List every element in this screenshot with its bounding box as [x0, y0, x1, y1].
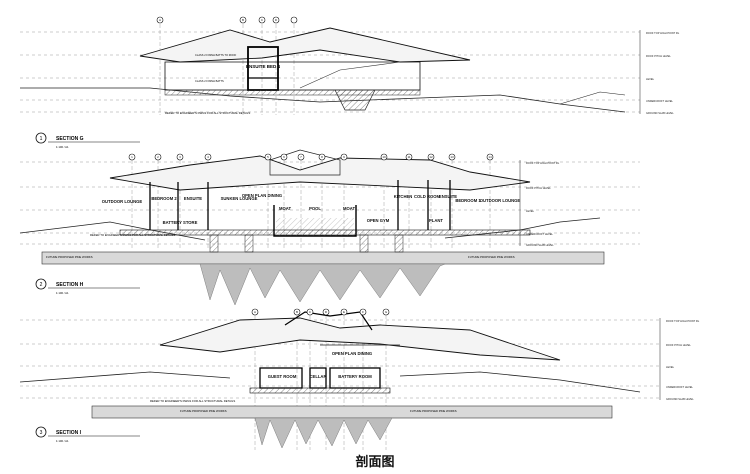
note-structural: REFER TO ENGINEER'S DWGS FOR ALL STRUCTU…: [90, 233, 175, 237]
section-scale: 1:100 / A1: [56, 439, 69, 443]
grid-marker-label: 14: [488, 155, 492, 159]
level-label: ROOF PITCH LEVEL: [526, 186, 551, 190]
note-structural: REFER TO ENGINEER'S DWGS FOR ALL STRUCTU…: [165, 111, 250, 115]
section-scale: 1:100 / A1: [56, 145, 69, 149]
level-label: ROOF TOP HIGH POINT RL: [666, 319, 700, 323]
room-label: MOAT: [279, 206, 291, 211]
grid-marker-label: 7: [300, 155, 302, 159]
level-label: GROUND SLAB LEVEL: [666, 397, 694, 401]
room-label: OUTDOOR LOUNGE: [102, 199, 143, 204]
level-label: ROOF PITCH LEVEL: [646, 54, 671, 58]
grid-marker-label: B: [242, 18, 244, 22]
section-i-drawing: OPEN PLAN DINING GUEST ROOM CELLAR BATTE…: [19, 308, 700, 450]
grid-marker-label: 10: [382, 155, 386, 159]
section-number: 1: [40, 136, 43, 142]
room-label: SUNKEN LOUNGE: [221, 196, 258, 201]
room-label: OPEN PLAN DINING: [242, 193, 282, 198]
grid-marker-label: G: [385, 310, 388, 314]
room-label: BATTERY STORE: [163, 220, 198, 225]
note-future-works: FUTURE PROPOSED PINE WORKS: [410, 409, 457, 413]
section-g-drawing: ENSUITE BED 4 REFER TO ENGINEER'S DWGS F…: [20, 16, 680, 149]
room-label: MOAT: [343, 206, 355, 211]
room-label: OUTDOOR LOUNGE: [480, 198, 521, 203]
section-title: SECTION I: [56, 430, 82, 436]
level-label: ROOF TOP HIGH POINT RL: [526, 161, 560, 165]
grid-marker-label: B: [296, 310, 298, 314]
room-label: OPEN GYM: [367, 218, 390, 223]
section-title: SECTION G: [56, 136, 84, 142]
room-label: CELLAR: [310, 374, 327, 379]
room-label: BEDROOM 2: [151, 196, 177, 201]
section-h-drawing: OUTDOOR LOUNGE BEDROOM 2 ENSUITE SUNKEN …: [19, 149, 640, 306]
room-label: ENSUITE BED 4: [246, 64, 281, 69]
note-batts-roof: CLASS 2 FINISH BATTS TO ROOF: [195, 53, 237, 57]
grid-marker-label: 2: [157, 155, 159, 159]
level-label: LEVEL: [646, 77, 655, 81]
level-label: ROOF PITCH LEVEL: [666, 343, 691, 347]
grid-marker-label: D: [325, 310, 328, 314]
level-label: LEVEL: [666, 365, 675, 369]
section-title: SECTION H: [56, 282, 84, 288]
grid-marker-label: 12: [429, 155, 433, 159]
room-label: OPEN PLAN DINING: [332, 351, 372, 356]
level-label: GROUND SLAB LEVEL: [526, 243, 554, 247]
grid-marker-label: 8: [321, 155, 323, 159]
note-batts: CLASS 2 FINISH BATTS: [195, 79, 224, 83]
grid-marker-label: 5: [267, 155, 269, 159]
grid-marker-label: D: [275, 18, 278, 22]
room-label: POOL: [309, 206, 321, 211]
note-future-works: FUTURE PROPOSED PINE WORKS: [46, 255, 93, 259]
grid-marker-label: 9: [343, 155, 345, 159]
section-number: 3: [40, 430, 43, 436]
level-label: ROOF TOP HIGH POINT RL: [646, 31, 680, 35]
room-label: GUEST ROOM: [268, 374, 297, 379]
grid-marker-label: C: [261, 18, 264, 22]
room-label: PLANT: [429, 218, 443, 223]
level-label: LEVEL: [526, 209, 535, 213]
level-label: UNDERCROFT LEVEL: [646, 99, 673, 103]
grid-marker-label: A: [254, 310, 256, 314]
room-label: KITCHEN: [394, 194, 413, 199]
note-future-works: FUTURE PROPOSED PINE WORKS: [468, 255, 515, 259]
section-scale: 1:100 / A1: [56, 291, 69, 295]
grid-marker-label: 13: [450, 155, 454, 159]
note-structural: REFER TO ENGINEER'S DWGS FOR ALL STRUCTU…: [150, 399, 235, 403]
figure-caption: 剖面图: [355, 455, 395, 470]
level-label: GROUND SLAB LEVEL: [646, 111, 674, 115]
room-label: COLD ROOM: [414, 194, 441, 199]
level-label: UNDERCROFT LEVEL: [526, 232, 553, 236]
grid-marker-label: F: [362, 310, 364, 314]
room-label: ENSUITE: [439, 194, 457, 199]
section-number: 2: [40, 282, 43, 288]
grid-marker-label: A: [159, 18, 161, 22]
grid-marker-label: E: [343, 310, 345, 314]
level-label: UNDERCROFT LEVEL: [666, 385, 693, 389]
grid-marker-label: 4: [207, 155, 209, 159]
grid-marker-label: C: [309, 310, 312, 314]
note-future-works: FUTURE PROPOSED PINE WORKS: [180, 409, 227, 413]
grid-marker-label: 1: [131, 155, 133, 159]
grid-marker-label: 3: [179, 155, 181, 159]
room-label: ENSUITE: [184, 196, 202, 201]
room-label: BATTERY ROOM: [338, 374, 372, 379]
grid-marker-label: 6: [283, 155, 285, 159]
grid-marker-label: 11: [407, 155, 410, 159]
room-label: BEDROOM 1: [455, 198, 481, 203]
